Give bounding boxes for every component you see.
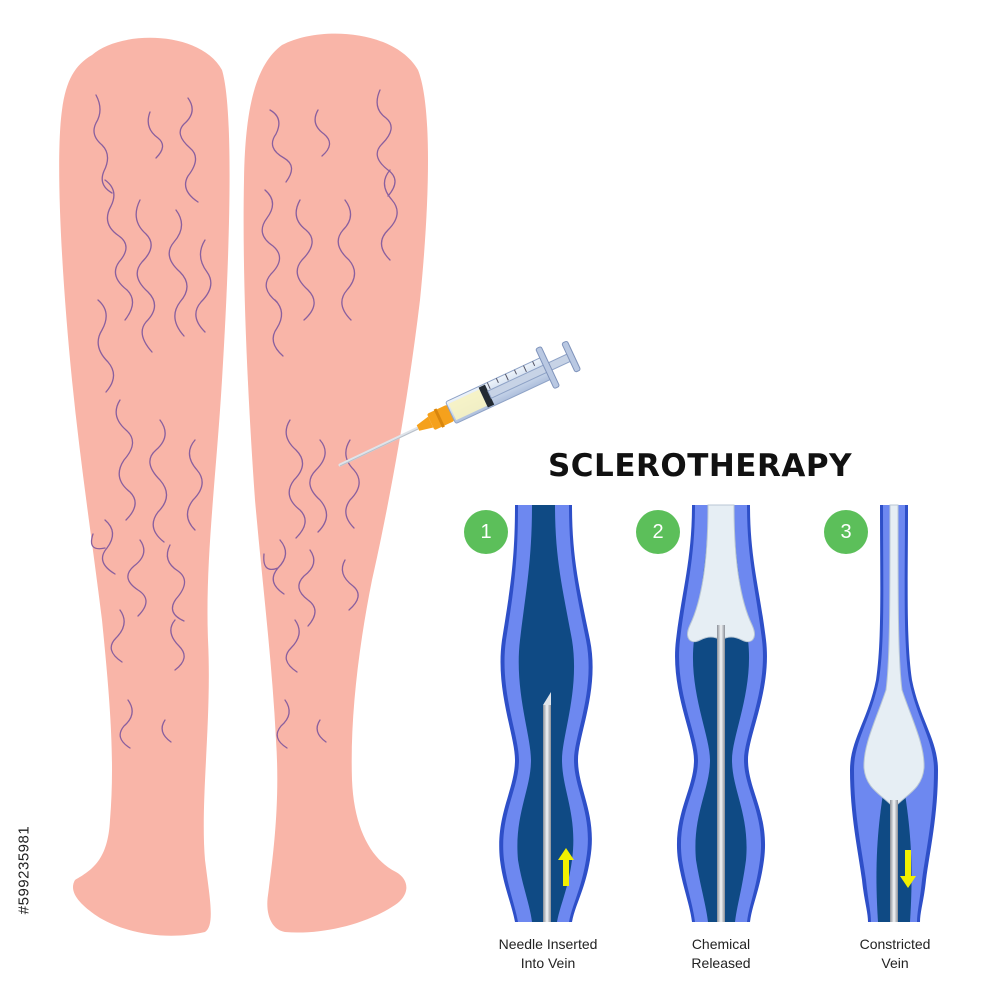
- vein-path: [97, 299, 115, 393]
- vein-3-needle: [890, 800, 898, 922]
- vein-path: [147, 111, 164, 159]
- right-leg: [243, 33, 428, 933]
- vein-path: [314, 109, 331, 157]
- step-3-badge: 3: [824, 510, 868, 554]
- stock-id: #599235981: [10, 770, 38, 970]
- vein-path: [295, 199, 315, 321]
- vein-path: [380, 169, 398, 261]
- step-3-caption: Constricted Vein: [805, 935, 985, 973]
- vein-path: [161, 719, 172, 743]
- vein-3-chemical: [863, 504, 925, 809]
- vein-path: [376, 89, 396, 197]
- right-leg-shape: [243, 33, 428, 933]
- vein-path: [149, 419, 168, 543]
- vein-step-3: [850, 504, 938, 922]
- vein-path: [263, 539, 287, 595]
- stock-id-text: #599235981: [15, 825, 33, 915]
- vein-path: [170, 619, 185, 671]
- vein-path: [269, 109, 293, 183]
- vein-step-1: [499, 505, 593, 922]
- scale-tick: [504, 373, 509, 381]
- diagram-title: SCLEROTHERAPY: [547, 448, 853, 484]
- step-3-caption-line1: Constricted: [859, 936, 931, 952]
- syringe: [338, 340, 581, 467]
- syringe-thumb-rest: [561, 340, 581, 373]
- step-1-caption-line2: Into Vein: [520, 955, 576, 971]
- needle-hub: [416, 416, 434, 431]
- syringe-flange: [535, 346, 560, 389]
- vein-path: [272, 299, 284, 357]
- vein-path: [285, 419, 306, 539]
- vein-path: [186, 439, 203, 531]
- left-leg: [59, 37, 230, 936]
- step-1-caption-line1: Needle Inserted: [498, 936, 598, 952]
- vein-path: [93, 94, 113, 194]
- scale-tick: [513, 369, 518, 375]
- vein-path: [110, 609, 125, 663]
- left-leg-shape: [59, 37, 230, 936]
- scale-tick: [495, 378, 499, 383]
- vein-path: [337, 199, 356, 321]
- vein-path: [119, 699, 133, 749]
- step-2-caption-line1: Chemical: [691, 936, 751, 952]
- vein-path: [90, 519, 116, 575]
- step-3-caption-line2: Vein: [881, 955, 909, 971]
- syringe-plunger-seal: [478, 384, 495, 408]
- vein-path: [276, 699, 290, 749]
- scale-tick: [523, 365, 527, 373]
- step-2-caption: Chemical Released: [631, 935, 811, 973]
- step-1-caption: Needle Inserted Into Vein: [458, 935, 638, 973]
- syringe-needle: [338, 426, 420, 467]
- scale-tick: [486, 382, 491, 390]
- vein-1-needle: [543, 705, 551, 922]
- vein-path: [127, 539, 147, 617]
- vein-path: [135, 199, 156, 353]
- vein-path: [261, 189, 281, 303]
- vein-path: [179, 97, 199, 203]
- syringe-needle-shade: [339, 428, 419, 467]
- vein-step-2: [675, 504, 767, 922]
- needle-hub-ring: [433, 408, 445, 428]
- vein-path: [341, 559, 359, 611]
- syringe-fluid: [448, 389, 488, 421]
- vein-path: [168, 209, 188, 337]
- vein-path: [309, 439, 328, 533]
- vein-path: [345, 439, 360, 529]
- step-2-caption-line2: Released: [691, 955, 751, 971]
- varicose-veins: [90, 89, 398, 749]
- step-2-badge: 2: [636, 510, 680, 554]
- vein-3-down-arrow: [900, 850, 916, 888]
- vein-path: [104, 179, 134, 321]
- vein-path: [298, 549, 316, 627]
- vein-path: [115, 399, 136, 521]
- vein-path: [285, 619, 300, 673]
- syringe-plunger-rod: [487, 352, 574, 399]
- syringe-scale: [486, 361, 536, 390]
- vein-path: [195, 239, 212, 333]
- vein-path: [166, 544, 186, 622]
- vein-1-up-arrow: [558, 848, 574, 886]
- vein-1-needle-tip: [543, 692, 551, 705]
- vein-path: [316, 719, 327, 743]
- vein-2-needle: [717, 625, 725, 922]
- step-1-badge: 1: [464, 510, 508, 554]
- scale-tick: [532, 361, 536, 367]
